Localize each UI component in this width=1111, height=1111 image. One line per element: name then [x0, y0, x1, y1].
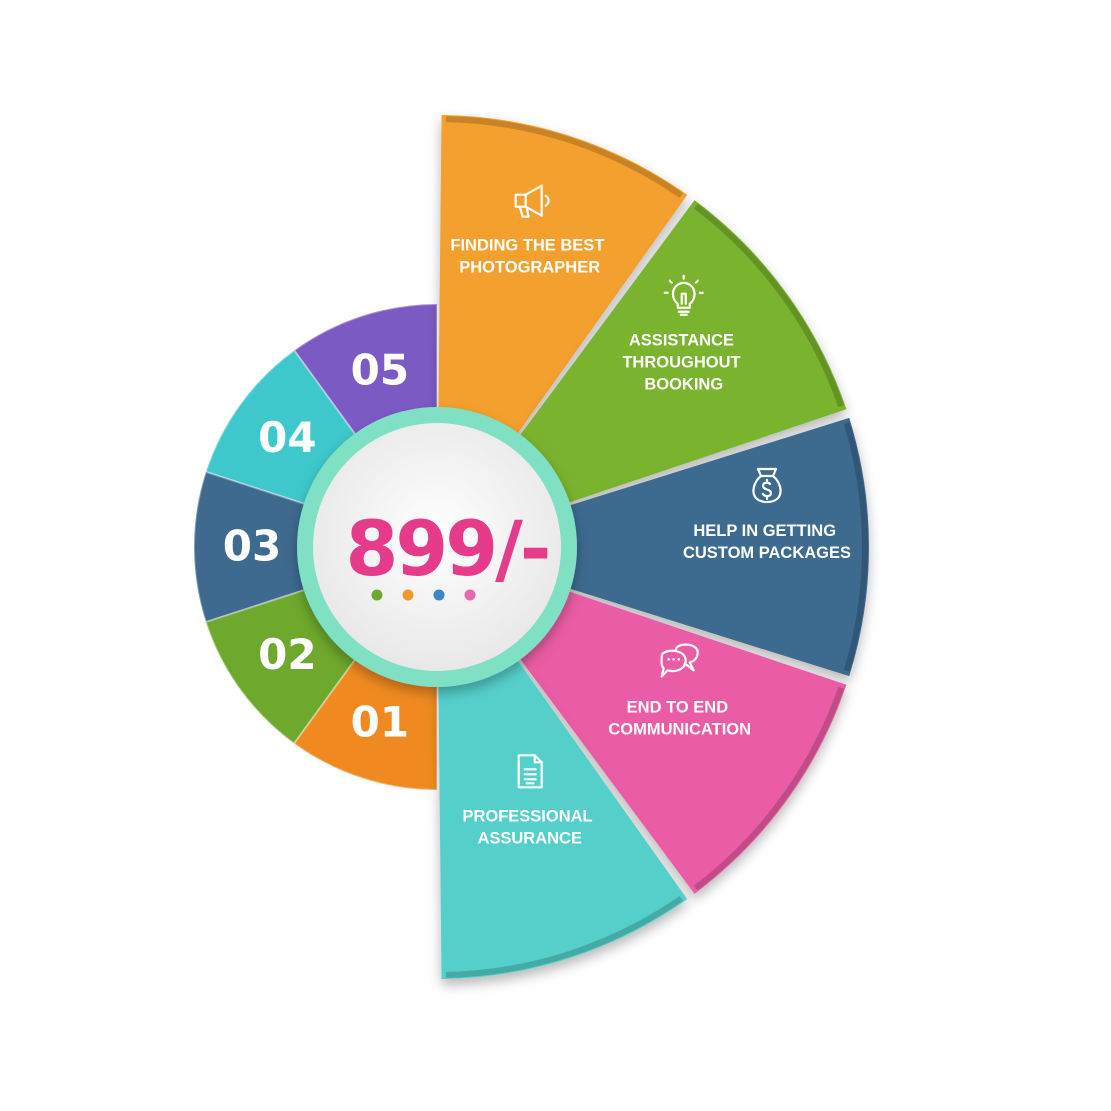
- segment-finding-photographer: FINDING THE BEST PHOTOGRAPHER: [438, 115, 688, 442]
- chat-bubbles-icon: [660, 643, 699, 678]
- segment-custom-packages-label: HELP IN GETTING CUSTOM PACKAGES: [683, 522, 851, 562]
- segment-custom-packages-rim: [843, 422, 868, 672]
- decorative-dot-1: [371, 589, 383, 601]
- decorative-dot-4: [464, 589, 476, 601]
- outer-service-fan: FINDING THE BEST PHOTOGRAPHER ASSISTANCE…: [438, 115, 869, 979]
- segment-finding-photographer-label: FINDING THE BEST PHOTOGRAPHER: [450, 237, 609, 277]
- megaphone-icon: [514, 184, 550, 218]
- lightbulb-icon: [663, 274, 704, 316]
- segment-assistance-booking-label: ASSISTANCE THROUGHOUT BOOKING: [622, 332, 745, 394]
- segment-custom-packages: HELP IN GETTING CUSTOM PACKAGES: [561, 417, 869, 677]
- segment-assistance-booking-rim: [693, 203, 845, 408]
- inner-segment-05-label: 05: [351, 346, 409, 395]
- document-icon: [517, 754, 543, 789]
- inner-segment-04-label: 04: [258, 413, 316, 462]
- decorative-dot-3: [433, 589, 445, 601]
- segment-professional-assurance-rim: [445, 895, 683, 978]
- segment-professional-assurance-shape: [438, 652, 688, 979]
- inner-segment-02-label: 02: [258, 630, 316, 679]
- segment-communication-label: END TO END COMMUNICATION: [608, 698, 751, 738]
- segment-custom-packages-shape: [561, 417, 869, 677]
- segment-finding-photographer-rim: [445, 116, 683, 199]
- segment-communication-rim: [693, 686, 845, 891]
- center-price-badge: 899/-: [297, 407, 577, 687]
- segment-assistance-booking: ASSISTANCE THROUGHOUT BOOKING: [514, 200, 847, 506]
- segment-professional-assurance: PROFESSIONAL ASSURANCE: [438, 652, 688, 979]
- inner-segment-01-label: 01: [351, 697, 409, 746]
- segment-communication: END TO END COMMUNICATION: [514, 588, 847, 894]
- price-text: 899/-: [346, 504, 549, 593]
- segment-professional-assurance-label: PROFESSIONAL ASSURANCE: [462, 807, 596, 847]
- segment-finding-photographer-shape: [438, 115, 688, 442]
- segment-assistance-booking-shape: [514, 200, 847, 506]
- decorative-dot-2: [402, 589, 414, 601]
- inner-segment-03-label: 03: [223, 522, 281, 571]
- money-bag-icon: [752, 467, 782, 504]
- segment-communication-shape: [514, 588, 847, 894]
- center-disc: [313, 423, 561, 671]
